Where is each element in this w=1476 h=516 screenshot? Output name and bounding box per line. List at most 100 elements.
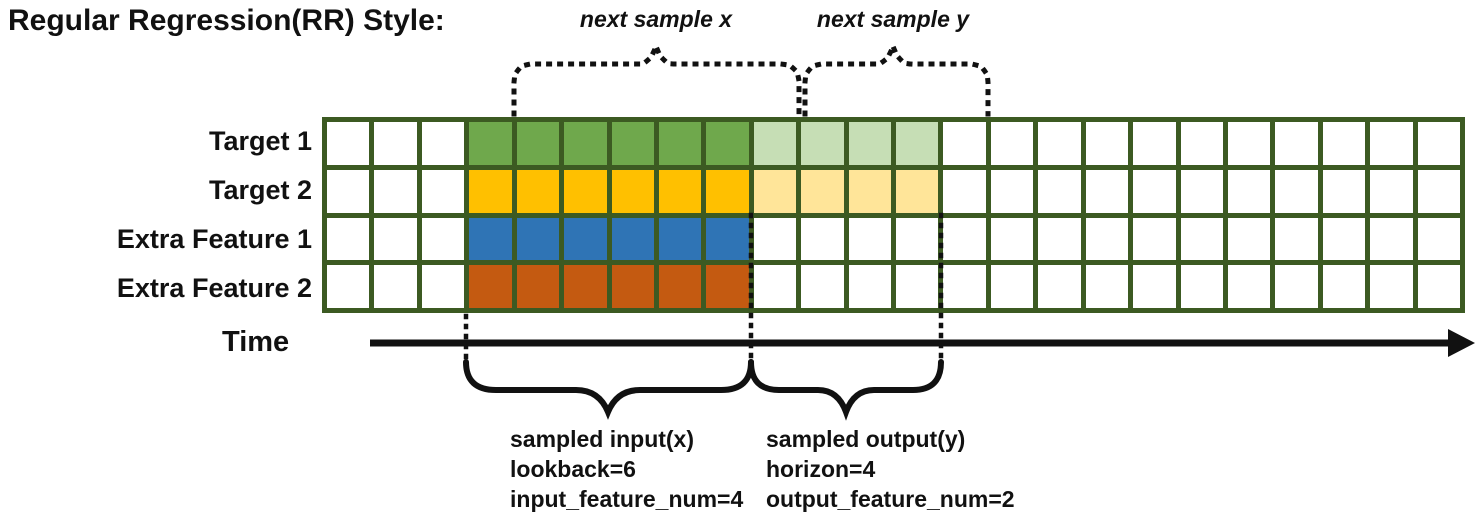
grid-cell [1275, 122, 1318, 165]
grid-cell [1275, 169, 1318, 213]
sampled-output-brace [748, 359, 944, 421]
sampled-input-annotation: sampled input(x) lookback=6 input_featur… [510, 424, 743, 514]
grid-cell [1322, 265, 1366, 308]
grid-cell [801, 169, 844, 213]
row-label-extra-feature-2: Extra Feature 2 [116, 273, 312, 303]
grid-cell [753, 169, 797, 213]
grid-cell [848, 122, 891, 165]
grid-cell [327, 265, 370, 308]
next-sample-x-label: next sample x [579, 6, 733, 32]
grid-cell [706, 265, 749, 308]
grid-cell [896, 169, 939, 213]
grid-cell [1417, 265, 1460, 308]
grid-cell [564, 217, 607, 261]
horizon-value: horizon=4 [766, 456, 876, 482]
grid-cell [1370, 265, 1413, 308]
grid-cell [1227, 169, 1271, 213]
grid-cell [753, 217, 797, 261]
grid-cell [990, 265, 1034, 308]
grid-cell [1370, 122, 1413, 165]
grid-cell [943, 265, 986, 308]
grid-cell [1133, 122, 1176, 165]
row-label-target-1: Target 1 [208, 126, 312, 156]
grid-cell [374, 122, 417, 165]
grid-cell [706, 217, 749, 261]
grid-cell [469, 169, 512, 213]
time-axis-arrowhead [1448, 329, 1475, 357]
grid-cell [469, 217, 512, 261]
grid-cell [848, 265, 891, 308]
grid-cell [1417, 122, 1460, 165]
grid-cell [943, 169, 986, 213]
grid-cell [564, 265, 607, 308]
grid-cell [801, 217, 844, 261]
grid-cell [1180, 217, 1223, 261]
grid-cell [327, 217, 370, 261]
grid-cell [1227, 217, 1271, 261]
grid-cell [611, 217, 654, 261]
sampled-output-title: sampled output(y) [766, 426, 966, 452]
grid-cell [1417, 217, 1460, 261]
grid-cell [1275, 265, 1318, 308]
grid-cell [1038, 217, 1081, 261]
grid-cell [421, 265, 465, 308]
grid-cell [1322, 217, 1366, 261]
grid-cell [516, 265, 560, 308]
grid-cell [848, 169, 891, 213]
grid-cell [469, 265, 512, 308]
grid-cell [990, 122, 1034, 165]
grid-cell [990, 169, 1034, 213]
next-sample-x-brace [511, 38, 802, 117]
grid-cell [990, 217, 1034, 261]
grid-cell [943, 217, 986, 261]
sampled-input-title: sampled input(x) [510, 426, 695, 452]
row-label-extra-feature-1: Extra Feature 1 [116, 224, 312, 254]
grid-cell [421, 217, 465, 261]
grid-cell [1085, 169, 1129, 213]
grid-cell [896, 265, 939, 308]
grid-cell [1322, 169, 1366, 213]
grid-cell [564, 169, 607, 213]
grid-cell [753, 122, 797, 165]
grid-cell [1227, 265, 1271, 308]
grid-cell [1038, 122, 1081, 165]
grid-cell [421, 122, 465, 165]
grid-cell [327, 169, 370, 213]
grid-cell [706, 122, 749, 165]
diagram-title: Regular Regression(RR) Style: [8, 4, 445, 37]
grid-cell [516, 169, 560, 213]
grid-cell [1085, 217, 1129, 261]
grid-cell [516, 122, 560, 165]
output-feature-num-value: output_feature_num=2 [766, 486, 1015, 512]
grid-cell [469, 122, 512, 165]
grid-cell [1322, 122, 1366, 165]
grid-cell [374, 169, 417, 213]
grid-cell [611, 169, 654, 213]
grid-cell [943, 122, 986, 165]
grid-cell [1370, 169, 1413, 213]
grid-cell [801, 122, 844, 165]
grid-cell [1227, 122, 1271, 165]
grid-cell [1085, 122, 1129, 165]
grid-cell [801, 265, 844, 308]
grid-cell [1180, 265, 1223, 308]
grid-cell [1180, 122, 1223, 165]
lookback-value: lookback=6 [510, 456, 636, 482]
grid-cell [327, 122, 370, 165]
sampled-input-brace [463, 359, 754, 420]
grid-cell [374, 217, 417, 261]
sampled-output-annotation: sampled output(y) horizon=4 output_featu… [766, 424, 1015, 514]
grid-cell [1038, 169, 1081, 213]
time-axis-label: Time [222, 326, 290, 358]
grid-cell [896, 217, 939, 261]
grid-cell [658, 217, 702, 261]
grid-cell [1038, 265, 1081, 308]
grid-cell [848, 217, 891, 261]
grid-cell [753, 265, 797, 308]
grid-cell [1275, 217, 1318, 261]
sample-grid [322, 117, 1465, 313]
grid-cell [1417, 169, 1460, 213]
grid-cell [421, 169, 465, 213]
grid-cell [374, 265, 417, 308]
